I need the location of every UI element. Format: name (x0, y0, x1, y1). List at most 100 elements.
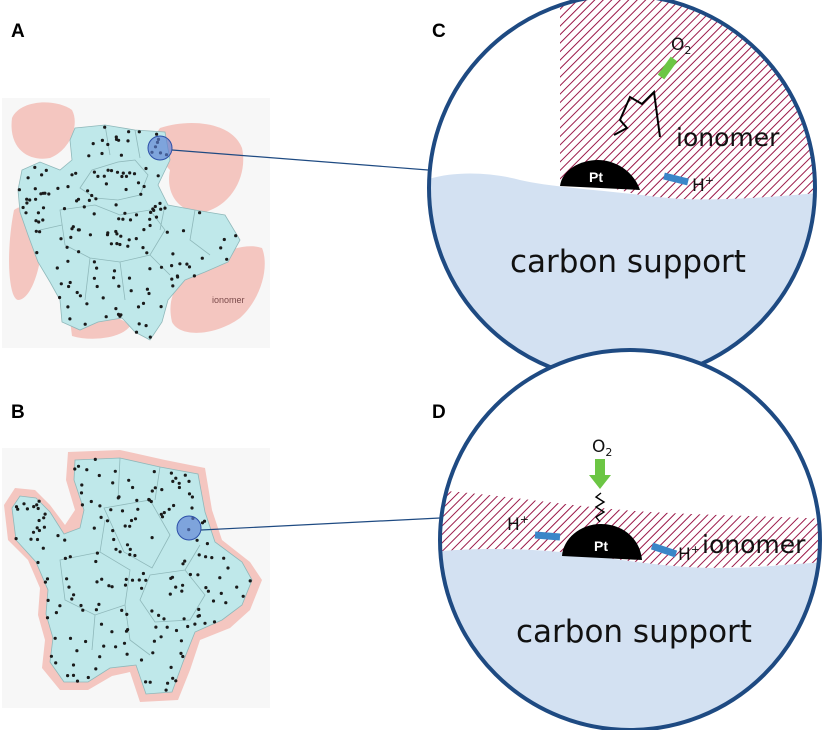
ionomer-label: ionomer (676, 123, 780, 152)
platinum-dot (68, 317, 72, 321)
platinum-dot (37, 499, 41, 503)
platinum-dot (211, 599, 216, 603)
platinum-dot (115, 232, 119, 236)
platinum-dot (93, 457, 97, 461)
platinum-dot (177, 485, 181, 490)
ionomer-region (440, 490, 820, 570)
platinum-dot (43, 580, 48, 584)
platinum-dot (45, 577, 50, 581)
platinum-dot (75, 679, 80, 683)
platinum-dot (62, 207, 67, 211)
platinum-dot (67, 284, 71, 289)
platinum-dots (14, 457, 252, 692)
platinum-dot (155, 132, 159, 136)
platinum-dot (142, 184, 146, 189)
platinum-dot (79, 491, 84, 495)
platinum-dot (119, 313, 123, 317)
zoom-connector-line (171, 149, 429, 171)
platinum-dot (107, 584, 111, 588)
platinum-dot (76, 228, 80, 232)
platinum-dot (128, 524, 132, 528)
platinum-label: Pt (594, 538, 608, 554)
platinum-dot (129, 518, 134, 523)
proton-label: H+ (692, 174, 714, 196)
platinum-dot (83, 322, 87, 326)
platinum-dot (14, 505, 19, 509)
platinum-dot (43, 512, 47, 516)
platinum-dot (145, 251, 149, 255)
platinum-dot (117, 284, 121, 288)
platinum-dot (75, 649, 79, 653)
platinum-label: Pt (589, 169, 603, 185)
platinum-dot (120, 174, 124, 179)
platinum-dot (115, 170, 120, 174)
platinum-dot (222, 556, 226, 560)
platinum-dot (129, 289, 133, 293)
platinum-dot (125, 543, 130, 547)
platinum-dot (46, 598, 50, 603)
platinum-dot (130, 578, 135, 582)
platinum-dot (45, 616, 50, 620)
platinum-dot (34, 197, 38, 201)
platinum-dot (149, 210, 153, 214)
platinum-dot (198, 211, 202, 215)
platinum-dot (179, 639, 183, 643)
platinum-dot (142, 228, 146, 232)
platinum-dot (105, 519, 110, 523)
platinum-dot (139, 192, 143, 196)
platinum-particle (562, 524, 642, 560)
platinum-dot (174, 585, 178, 589)
platinum-dot (124, 187, 128, 192)
platinum-dot (36, 506, 40, 511)
platinum-dot (157, 613, 161, 618)
platinum-dot (144, 578, 148, 582)
platinum-dot (170, 277, 174, 281)
platinum-dot (159, 265, 164, 269)
platinum-dot (137, 130, 141, 134)
platinum-dot (35, 251, 39, 255)
platinum-dot (126, 139, 130, 143)
platinum-dot (235, 585, 239, 589)
platinum-dot (110, 585, 114, 589)
platinum-dot (125, 612, 129, 617)
platinum-dot (136, 305, 141, 309)
platinum-dot (190, 506, 194, 510)
platinum-dot (81, 608, 85, 612)
platinum-dot (181, 654, 185, 659)
platinum-dot (73, 467, 77, 471)
platinum-dot (95, 284, 99, 289)
platinum-dot (97, 473, 101, 478)
platinum-dot (206, 589, 210, 593)
platinum-dot (127, 276, 132, 280)
platinum-dot (33, 187, 37, 191)
platinum-dot (180, 589, 184, 593)
platinum-dot (148, 217, 152, 221)
platinum-dot (114, 307, 118, 311)
platinum-dot (59, 237, 63, 241)
carbon-support-region (440, 549, 820, 730)
platinum-dot (92, 170, 96, 174)
platinum-dot (63, 538, 67, 542)
platinum-dot (160, 488, 164, 492)
platinum-dot (165, 230, 169, 234)
platinum-dot (188, 572, 192, 577)
platinum-dot (153, 204, 157, 209)
platinum-dot (70, 173, 74, 177)
platinum-dot (55, 266, 59, 270)
platinum-dot (181, 562, 185, 566)
platinum-dot (144, 324, 148, 328)
platinum-dot (94, 608, 98, 612)
platinum-dot (165, 625, 169, 629)
platinum-dot (160, 515, 165, 519)
platinum-dot (179, 651, 183, 656)
platinum-dot (109, 169, 114, 173)
platinum-dot (37, 528, 42, 533)
platinum-dot (226, 566, 230, 570)
platinum-dot (92, 212, 96, 216)
platinum-dot (123, 524, 127, 528)
platinum-dot (148, 680, 152, 684)
platinum-dot (174, 628, 179, 633)
platinum-dot (29, 537, 33, 541)
platinum-dot (100, 138, 104, 142)
